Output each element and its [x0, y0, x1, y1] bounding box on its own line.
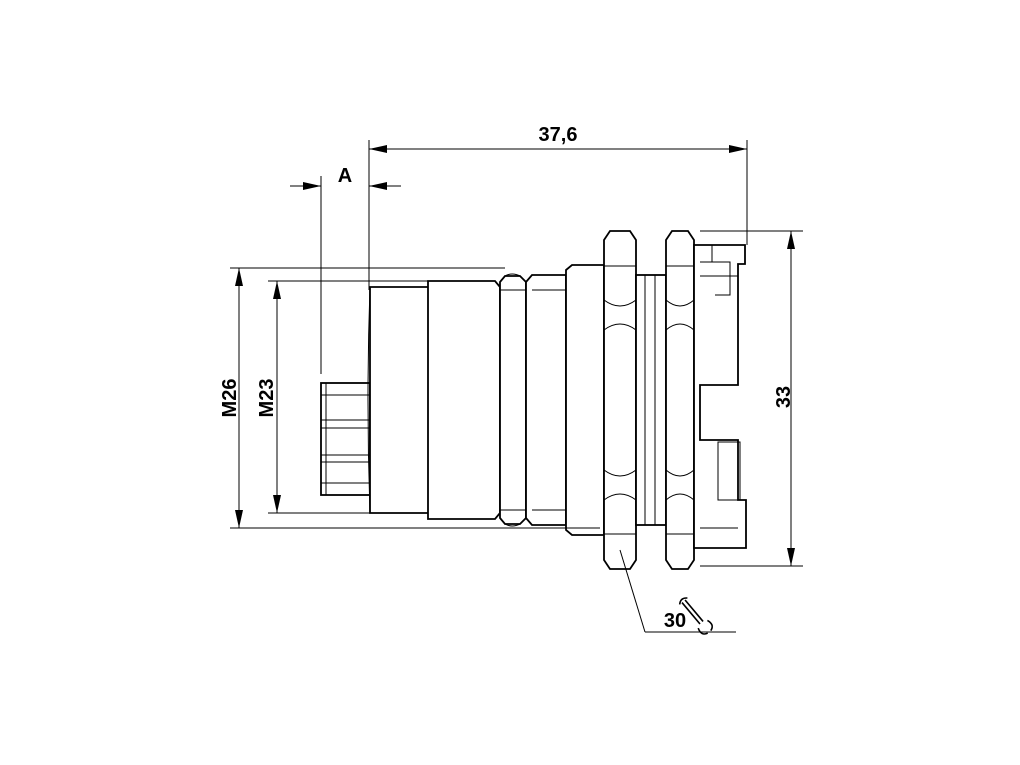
dimension-thread-m26: M26	[219, 267, 600, 529]
wrench-size-label: 30	[664, 610, 686, 632]
dimension-thread-m23: M23	[256, 280, 428, 514]
hex-nut-front	[603, 230, 637, 570]
rear-flange	[693, 244, 747, 549]
dimension-flange-height: 33	[700, 230, 803, 567]
front-sleeve	[367, 280, 501, 520]
dimension-offset-a: A	[290, 165, 401, 374]
offset-a-label: A	[338, 165, 352, 187]
flange-height-label: 33	[773, 386, 795, 408]
connector-outline	[320, 230, 747, 570]
thread-m26-label: M26	[219, 379, 241, 418]
thread-m23-label: M23	[256, 379, 278, 418]
hex-nut-rear	[665, 230, 695, 570]
main-barrel	[525, 264, 605, 536]
leader-wrench-size: 30	[619, 549, 736, 635]
panel-gasket	[635, 274, 667, 526]
wrench-icon	[678, 597, 714, 635]
pin-stub	[320, 382, 371, 496]
o-ring-section	[499, 273, 527, 527]
overall-length-label: 37,6	[539, 124, 578, 146]
